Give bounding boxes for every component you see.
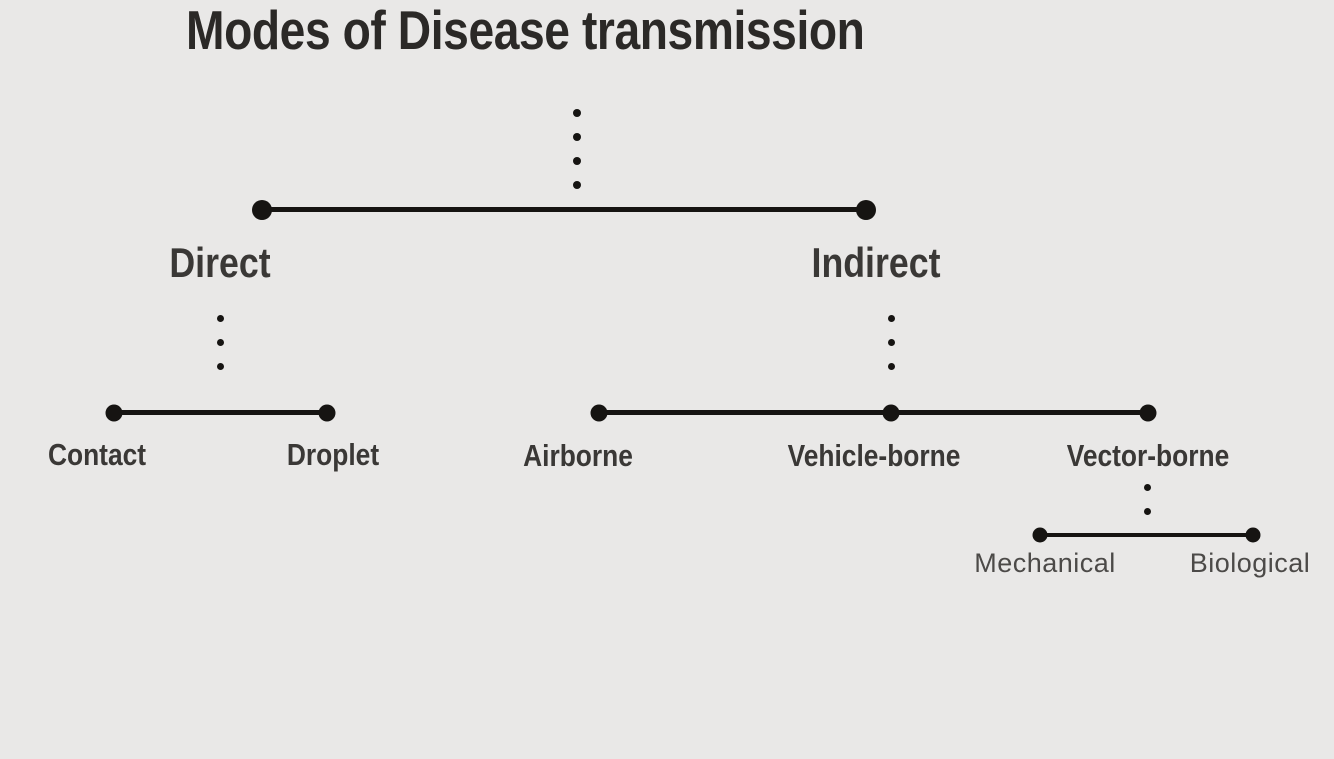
connector-dot: [887, 338, 895, 346]
root-connector-dots: [573, 109, 581, 189]
node-label-mechanical: Mechanical: [974, 548, 1116, 578]
connector-dot: [216, 362, 224, 370]
connector-dot: [887, 314, 895, 322]
node-label-biological: Biological: [1189, 548, 1311, 578]
connector-dot: [887, 362, 895, 370]
node-label-droplet: Droplet: [286, 437, 380, 472]
direct-branch-line: [114, 410, 327, 415]
vector-borne-connector-dots: [1143, 483, 1151, 515]
branch-junction-dot: [882, 404, 900, 421]
connector-dot: [1143, 483, 1151, 491]
connector-dot: [573, 133, 581, 141]
level1-branch-line: [262, 207, 866, 212]
node-label-airborne: Airborne: [523, 438, 633, 473]
direct-connector-dots: [216, 314, 224, 370]
connector-dot: [216, 338, 224, 346]
connector-dot: [573, 109, 581, 117]
connector-dot: [1143, 507, 1151, 515]
connector-dot: [573, 181, 581, 189]
node-label-contact: Contact: [47, 437, 147, 472]
node-label-indirect: Indirect: [811, 239, 941, 286]
node-label-vehicle-borne: Vehicle-borne: [787, 438, 961, 473]
connector-dot: [573, 157, 581, 165]
diagram-title: Modes of Disease transmission: [186, 0, 865, 61]
indirect-connector-dots: [887, 314, 895, 370]
node-label-direct: Direct: [169, 239, 271, 286]
connector-dot: [216, 314, 224, 322]
indirect-branch-line: [599, 404, 1148, 421]
vector-borne-branch-line: [1040, 533, 1253, 537]
node-label-vector-borne: Vector-borne: [1066, 438, 1230, 473]
